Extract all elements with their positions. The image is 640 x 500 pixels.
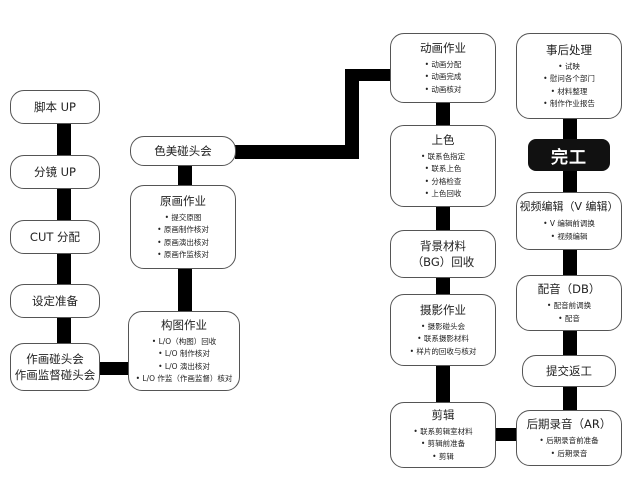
coloring-list: 联系色指定 联系上色 分格检查 上色回收 [421,151,466,201]
photography-box: 摄影作业 摄影碰头会 联系摄影材料 样片的回收与核对 [390,294,496,366]
script-up-label: 脚本 UP [33,100,76,114]
key-animation-list: 提交原图 原画制作核对 原画演出核对 原画作监核对 [157,212,209,262]
key-animation-item: 提交原图 [157,212,209,225]
dubbing-title: 配音（DB） [537,282,601,296]
after-recording-box: 后期录音（AR） 后期录音前准备 后期录音 [516,410,622,466]
animation-work-list: 动画分配 动画完成 动画核对 [425,59,461,97]
animation-work-box: 动画作业 动画分配 动画完成 动画核对 [390,33,496,103]
background-box: 背景材料 （BG）回收 [390,230,496,278]
photography-list: 摄影碰头会 联系摄影材料 样片的回收与核对 [410,321,477,359]
editing-title: 剪辑 [431,407,455,422]
script-up-box: 脚本 UP [10,90,100,124]
coloring-box: 上色 联系色指定 联系上色 分格检查 上色回收 [390,125,496,207]
layout-work-item: L/O（构图）回收 [136,336,233,349]
storyboard-up-label: 分镜 UP [33,165,76,179]
photography-item: 摄影碰头会 [410,321,477,334]
background-title-line-2: （BG）回收 [411,255,475,269]
key-animation-box: 原画作业 提交原图 原画制作核对 原画演出核对 原画作监核对 [130,185,236,269]
kickoff-meeting-box: 作画碰头会 作画监督碰头会 [10,343,100,391]
video-edit-item: 视频编辑 [543,231,595,244]
post-processing-box: 事后处理 试映 慰问各个部门 材料整理 制作作业报告 [516,33,622,119]
cut-allocation-label: CUT 分配 [29,230,81,244]
video-edit-list: V 编辑前调换 视频编辑 [543,218,595,243]
editing-item: 剪辑 [413,451,472,464]
post-processing-item: 材料整理 [543,86,595,99]
key-animation-item: 原画演出核对 [157,237,209,250]
post-column-connector [563,110,577,422]
post-processing-item: 试映 [543,61,595,74]
background-title-line-1: 背景材料 [420,239,466,253]
editing-list: 联系剪辑室材料 剪辑前准备 剪辑 [413,426,473,464]
photography-title: 摄影作业 [420,302,466,317]
coloring-item: 分格检查 [421,176,465,189]
layout-work-box: 构图作业 L/O（构图）回收 L/O 制作核对 L/O 演出核对 L/O 作监（… [128,311,240,391]
video-edit-item: V 编辑前调换 [543,218,595,231]
coloring-item: 联系上色 [421,163,465,176]
submit-return-box: 提交返工 [522,355,616,387]
animation-work-item: 动画完成 [425,71,461,84]
layout-work-list: L/O（构图）回收 L/O 制作核对 L/O 演出核对 L/O 作监（作画监督）… [136,336,233,386]
layout-work-item: L/O 演出核对 [136,361,233,374]
coloring-item: 上色回收 [421,188,465,201]
color-meeting-box: 色美碰头会 [130,136,236,166]
color-meeting-label: 色美碰头会 [154,144,212,158]
after-recording-list: 后期录音前准备 后期录音 [539,435,599,461]
photography-item: 样片的回收与核对 [410,346,476,359]
completion-badge: 完工 [528,139,610,171]
post-processing-item: 制作作业报告 [543,98,595,111]
dubbing-item: 配音前调换 [547,300,592,313]
cut-allocation-box: CUT 分配 [10,220,100,254]
animation-work-title: 动画作业 [420,40,466,55]
submit-return-label: 提交返工 [546,364,592,378]
completion-label: 完工 [551,147,587,168]
setting-prep-box: 设定准备 [10,284,100,318]
layout-work-item: L/O 制作核对 [136,348,233,361]
dubbing-box: 配音（DB） 配音前调换 配音 [516,275,622,331]
kickoff-line-2: 作画监督碰头会 [14,368,96,382]
key-animation-item: 原画作监核对 [157,249,209,262]
animation-work-item: 动画分配 [425,59,461,72]
editing-item: 剪辑前准备 [413,438,472,451]
photography-item: 联系摄影材料 [410,333,477,346]
after-recording-title: 后期录音（AR） [526,417,612,431]
layout-work-title: 构图作业 [161,317,207,332]
editing-item: 联系剪辑室材料 [413,426,473,439]
after-recording-item: 后期录音 [539,448,598,461]
post-processing-list: 试映 慰问各个部门 材料整理 制作作业报告 [543,61,595,111]
dubbing-item: 配音 [547,313,591,326]
post-processing-item: 慰问各个部门 [543,73,595,86]
dubbing-list: 配音前调换 配音 [547,300,592,326]
coloring-title: 上色 [431,132,455,147]
animation-work-item: 动画核对 [425,84,461,97]
meeting-to-animation-connector [235,69,395,159]
setting-prep-label: 设定准备 [32,294,78,308]
coloring-item: 联系色指定 [421,151,466,164]
video-edit-title: 视频编辑（V 编辑） [519,200,619,213]
key-animation-title: 原画作业 [160,193,206,208]
storyboard-up-box: 分镜 UP [10,155,100,189]
kickoff-line-1: 作画碰头会 [26,352,84,366]
key-animation-item: 原画制作核对 [157,224,209,237]
post-processing-title: 事后处理 [546,42,592,57]
video-edit-box: 视频编辑（V 编辑） V 编辑前调换 视频编辑 [516,192,622,250]
editing-box: 剪辑 联系剪辑室材料 剪辑前准备 剪辑 [390,402,496,468]
layout-work-item: L/O 作监（作画监督）核对 [136,373,232,386]
after-recording-item: 后期录音前准备 [539,435,599,448]
